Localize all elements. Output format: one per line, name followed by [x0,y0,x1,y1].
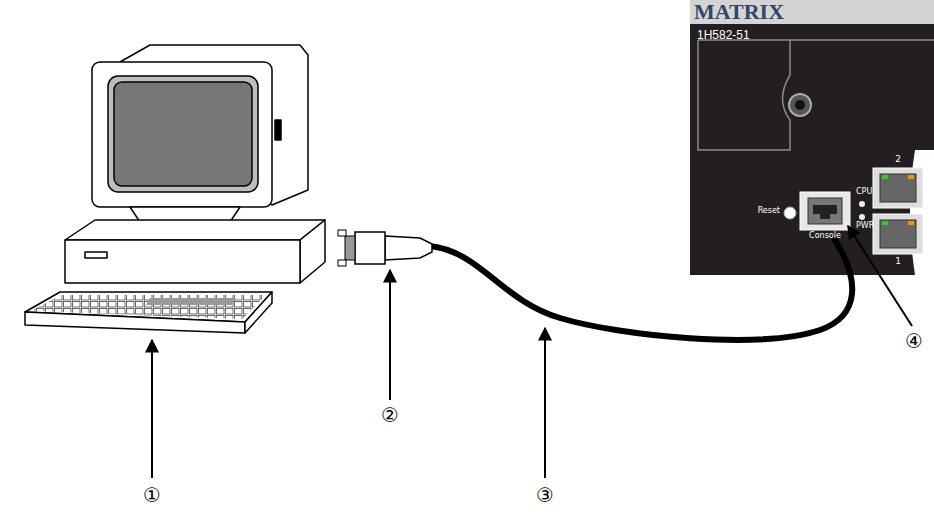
computer [25,45,325,333]
callout-number: ② [381,404,399,426]
model-number: 1H582-51 [697,29,750,42]
led-label: PWR [856,222,874,231]
serial-cable [338,230,852,340]
callout-number: ④ [905,330,923,352]
leader-lines [152,226,912,478]
port-number: 2 [895,155,901,165]
button-label: Reset [758,207,780,216]
port-number: 1 [895,257,901,267]
callout-number: ③ [536,484,554,506]
port-label: Console [809,232,841,241]
led-label: CPU [856,188,872,197]
switch-panel-face: MATRIX 1H582-51 [690,0,890,48]
switch-panel [690,0,934,275]
brand-logo: MATRIX [694,0,784,24]
callout-number: ① [143,484,161,506]
